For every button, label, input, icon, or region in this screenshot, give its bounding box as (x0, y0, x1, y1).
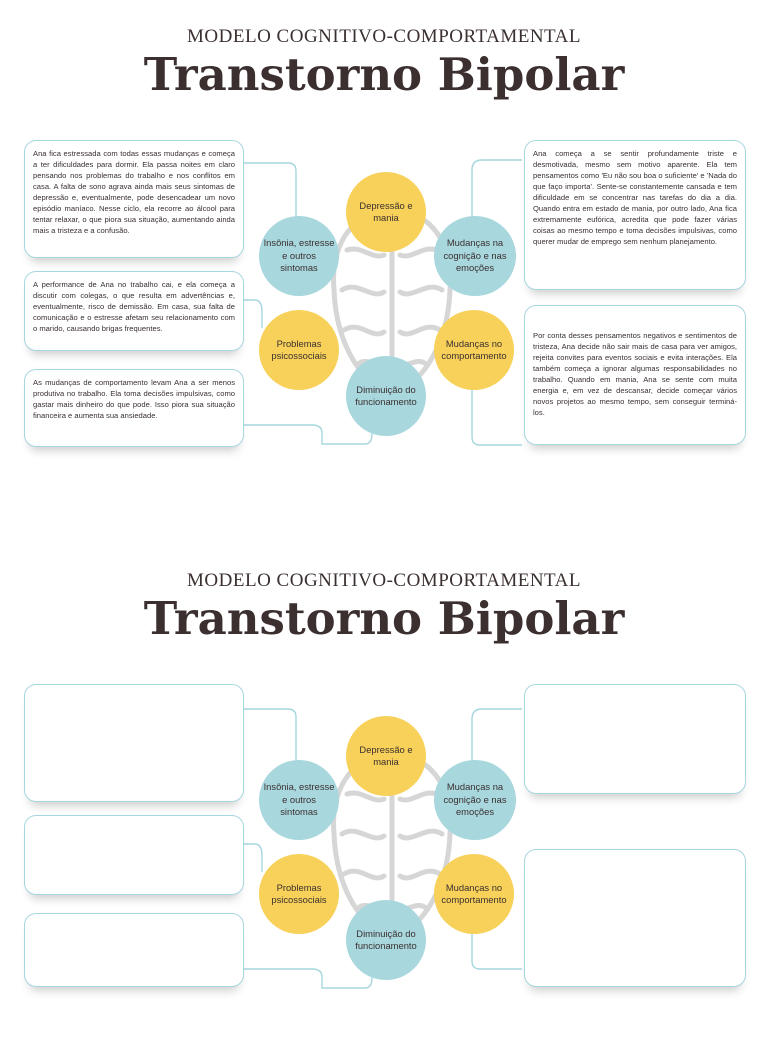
page-title: Transtorno Bipolar (143, 48, 625, 101)
text-box-bottom-right: Por conta desses pensamentos negativos e… (524, 305, 746, 445)
node-insonia: Insônia, estresse e outros sintomas (259, 760, 339, 840)
node-funcionamento: Diminuição do funcionamento (346, 900, 426, 980)
text-box-top-right[interactable] (524, 684, 746, 794)
connector-lines (244, 159, 522, 446)
connector-lines (244, 708, 522, 989)
node-depressao-mania: Depressão e mania (346, 172, 426, 252)
subtitle: MODELO COGNITIVO-COMPORTAMENTAL (187, 570, 581, 591)
subtitle: MODELO COGNITIVO-COMPORTAMENTAL (187, 26, 581, 47)
worksheet-blank: MODELO COGNITIVO-COMPORTAMENTAL Transtor… (0, 544, 768, 1056)
node-insonia: Insônia, estresse e outros sintomas (259, 216, 339, 296)
text-box-top-right: Ana começa a se sentir profundamente tri… (524, 140, 746, 290)
node-comportamento: Mudanças no comportamento (434, 310, 514, 390)
node-cognicao: Mudanças na cognição e nas emoções (434, 760, 516, 840)
text-box-bottom-right[interactable] (524, 849, 746, 987)
text-box-bottom-left[interactable] (24, 913, 244, 987)
worksheet-filled: MODELO COGNITIVO-COMPORTAMENTAL Transtor… (0, 0, 768, 512)
node-psicossociais: Problemas psicossociais (259, 854, 339, 934)
text-box-mid-left[interactable] (24, 815, 244, 895)
node-psicossociais: Problemas psicossociais (259, 310, 339, 390)
text-box-top-left[interactable] (24, 684, 244, 802)
page-title: Transtorno Bipolar (143, 592, 625, 645)
text-box-mid-left: A performance de Ana no trabalho cai, e … (24, 271, 244, 351)
node-cognicao: Mudanças na cognição e nas emoções (434, 216, 516, 296)
text-box-top-left: Ana fica estressada com todas essas muda… (24, 140, 244, 258)
node-funcionamento: Diminuição do funcionamento (346, 356, 426, 436)
node-comportamento: Mudanças no comportamento (434, 854, 514, 934)
node-depressao-mania: Depressão e mania (346, 716, 426, 796)
text-box-bottom-left: As mudanças de comportamento levam Ana a… (24, 369, 244, 447)
